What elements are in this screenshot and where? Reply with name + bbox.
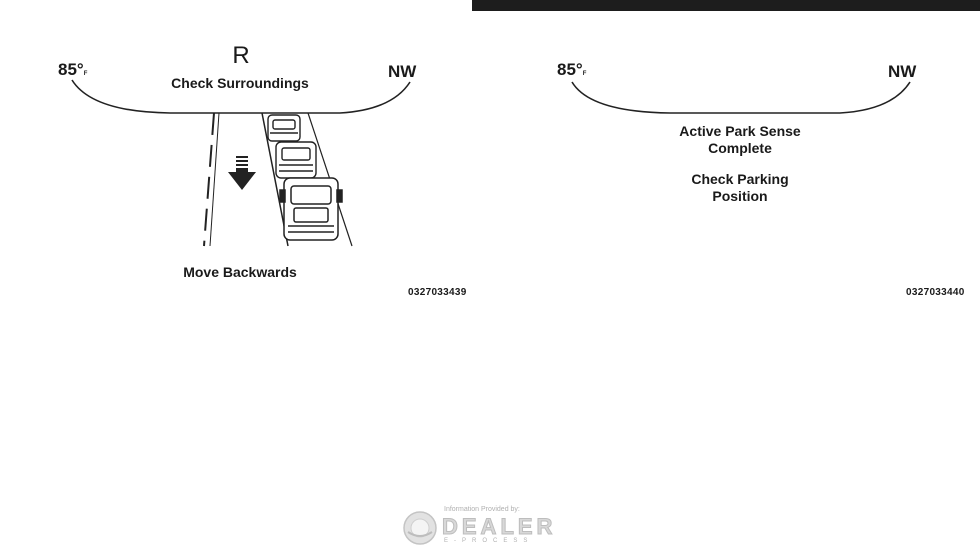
right-display-panel: 85°F NW Active Park Sense Complete Check… — [490, 0, 980, 310]
reverse-camera-illustration — [71, 79, 411, 247]
figure-code: 0327033439 — [408, 287, 467, 298]
status-message: Check Surroundings — [171, 75, 309, 91]
display-arc-graphic — [571, 81, 911, 114]
display-arc — [71, 79, 411, 114]
dealer-logo-icon — [403, 511, 437, 545]
dealer-watermark: Information Provided by: DEALER E-PROCES… — [400, 505, 580, 549]
header-bar — [472, 0, 980, 11]
provided-by-text: Information Provided by: — [444, 506, 520, 513]
compass-direction: NW — [388, 62, 417, 81]
parked-car-far — [267, 114, 301, 142]
check-position-line1: Check Parking — [691, 171, 789, 187]
dealer-brand-text: DEALER — [441, 514, 557, 540]
park-sense-message-line2: Complete — [708, 140, 772, 156]
gear-indicator: R — [232, 42, 250, 69]
check-position-line2: Position — [712, 188, 768, 204]
compass-direction: NW — [888, 62, 917, 81]
figure-code: 0327033440 — [906, 287, 965, 298]
temperature-readout: 85°F — [557, 60, 587, 79]
temperature-readout: 85°F — [58, 60, 88, 79]
move-backwards-arrow-icon — [228, 156, 256, 190]
left-display-panel: 85°F NW R Check Surroundings — [0, 0, 490, 310]
park-sense-message-line1: Active Park Sense — [679, 123, 801, 139]
dealer-subbrand-text: E-PROCESS — [444, 538, 534, 544]
instruction-text: Move Backwards — [183, 264, 297, 280]
parked-car-middle — [275, 141, 317, 179]
parked-car-near — [279, 177, 343, 241]
lane-dashed-line — [203, 112, 215, 247]
